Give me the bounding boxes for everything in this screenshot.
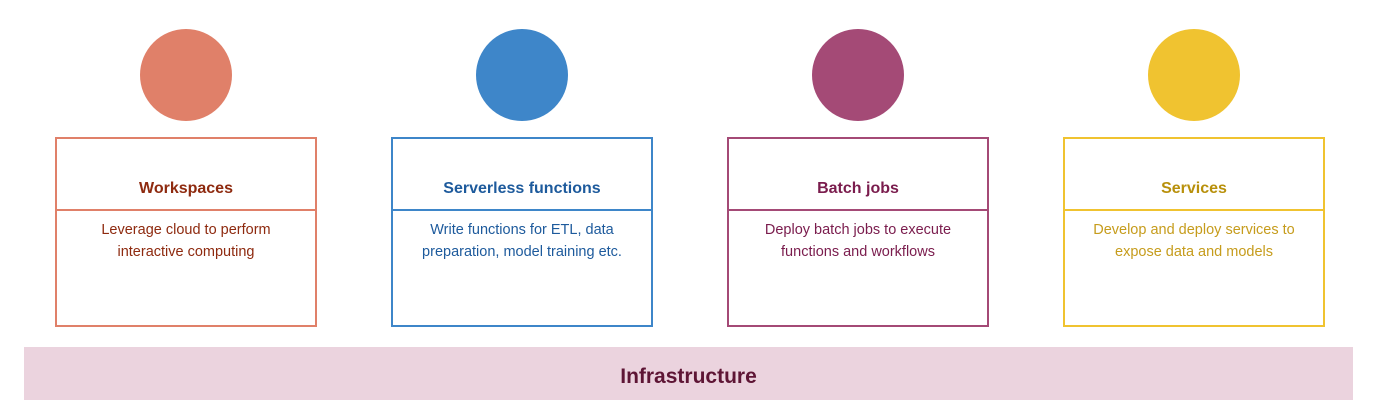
column-serverless-functions: Serverless functions Write functions for… — [391, 0, 653, 330]
workspaces-card-header: Workspaces — [57, 139, 315, 211]
serverless-functions-title: Serverless functions — [443, 180, 601, 197]
workspaces-description: Leverage cloud to perform interactive co… — [101, 222, 271, 260]
batch-jobs-description: Deploy batch jobs to execute functions a… — [764, 222, 952, 260]
column-batch-jobs: Batch jobs Deploy batch jobs to execute … — [727, 0, 989, 330]
workspaces-card: Workspaces Leverage cloud to perform int… — [55, 137, 317, 327]
column-services: Services Develop and deploy services to … — [1063, 0, 1325, 330]
services-card-header: Services — [1065, 139, 1323, 211]
column-workspaces: Workspaces Leverage cloud to perform int… — [55, 0, 317, 330]
batch-jobs-card-header: Batch jobs — [729, 139, 987, 211]
batch-jobs-card: Batch jobs Deploy batch jobs to execute … — [727, 137, 989, 327]
serverless-functions-card-header: Serverless functions — [393, 139, 651, 211]
workspaces-title: Workspaces — [139, 180, 233, 197]
workspaces-circle-icon — [140, 29, 232, 121]
infrastructure-label: Infrastructure — [620, 364, 757, 388]
infrastructure-bar: Infrastructure — [24, 347, 1353, 400]
batch-jobs-title: Batch jobs — [817, 180, 899, 197]
services-title: Services — [1161, 180, 1227, 197]
services-card: Services Develop and deploy services to … — [1063, 137, 1325, 327]
serverless-functions-card: Serverless functions Write functions for… — [391, 137, 653, 327]
serverless-functions-description: Write functions for ETL, data preparatio… — [422, 222, 622, 260]
services-description: Develop and deploy services to expose da… — [1093, 222, 1295, 260]
services-circle-icon — [1148, 29, 1240, 121]
serverless-functions-circle-icon — [476, 29, 568, 121]
batch-jobs-circle-icon — [812, 29, 904, 121]
